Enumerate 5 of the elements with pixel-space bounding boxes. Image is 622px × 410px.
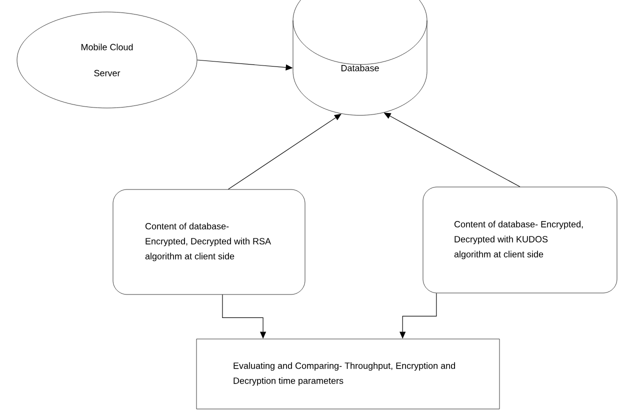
arrow: [228, 114, 342, 190]
database-cylinder: Database: [292, 0, 428, 116]
process-box: Content of database- Encrypted, Decrypted with RSA algorithm at client side: [112, 189, 306, 295]
result-box: Evaluating and Comparing- Throughput, Encryption and Decryption time parameters: [196, 338, 500, 410]
process-box: Content of database- Encrypted, Decrypted with KUDOS algorithm at client side: [422, 186, 618, 294]
